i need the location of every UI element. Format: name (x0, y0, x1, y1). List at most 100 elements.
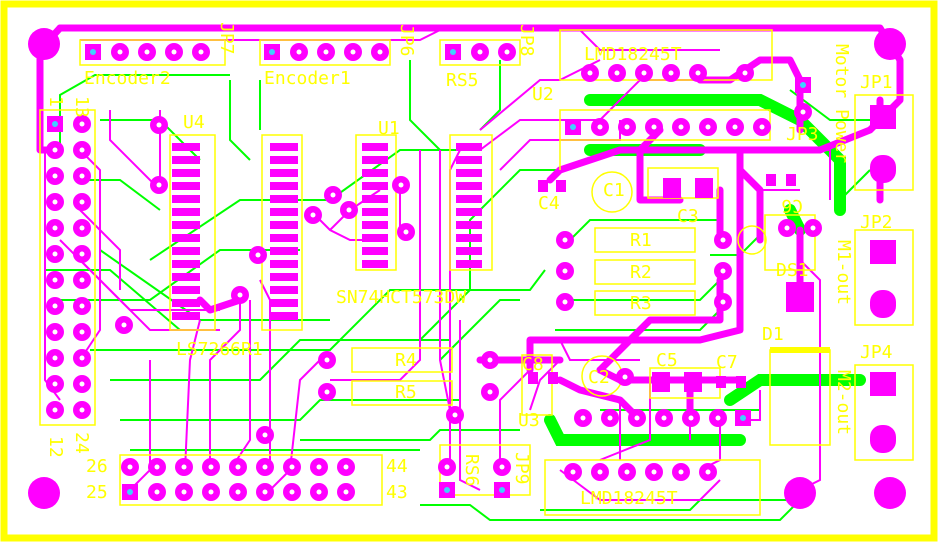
label-d1: D1 (762, 324, 784, 345)
pad-drill (732, 124, 738, 130)
pad-drill (262, 489, 268, 495)
pad-drill (634, 415, 640, 421)
pad-drill (330, 192, 336, 198)
pad-drill (450, 49, 456, 55)
label-c2: C2 (588, 367, 610, 388)
pad-drill (740, 415, 746, 421)
pad-drill (487, 357, 493, 363)
pad-drill (688, 415, 694, 421)
pad-drill (597, 124, 603, 130)
pad-drill (499, 487, 505, 493)
pad-drill (641, 70, 647, 76)
pad-drill (127, 464, 133, 470)
label-u1: U1 (378, 118, 400, 139)
pad-drill (607, 415, 613, 421)
pad-drill (144, 49, 150, 55)
pad-drill (79, 199, 85, 205)
pad-drill (668, 70, 674, 76)
pad-drill (562, 237, 568, 243)
pad-drill (79, 381, 85, 387)
pad-drill (79, 147, 85, 153)
pad-drill (79, 355, 85, 361)
label-jp6: JP6 (396, 24, 417, 57)
pad-drill (52, 121, 58, 127)
pad-drill (678, 124, 684, 130)
label-c6: C6 (781, 195, 803, 216)
label-rs5: RS5 (446, 70, 479, 91)
label-encoder1: Encoder1 (264, 68, 351, 89)
pad-drill (597, 469, 603, 475)
pad-drill (403, 229, 409, 235)
pad-drill (800, 109, 806, 115)
pad-drill (477, 49, 483, 55)
label-hdr-25: 25 (86, 482, 108, 503)
pad-drill (310, 212, 316, 218)
pad-drill (562, 299, 568, 305)
pad-drill (343, 464, 349, 470)
pad-drill (742, 70, 748, 76)
label-c4: C4 (538, 193, 560, 214)
pad-drill (117, 49, 123, 55)
pad-drill (504, 49, 510, 55)
pad-drill (52, 303, 58, 309)
pad-drill (562, 268, 568, 274)
pad-drill (52, 381, 58, 387)
pad-drill (695, 70, 701, 76)
pad-drill (316, 464, 322, 470)
label-m2-out: M2-out (833, 370, 854, 435)
pad-drill (52, 173, 58, 179)
pad-drill (237, 292, 243, 298)
pad-drill (487, 389, 493, 395)
pad-drill (52, 147, 58, 153)
pad-drill (377, 49, 383, 55)
label-r4: R4 (395, 350, 417, 371)
pad-drill (316, 489, 322, 495)
label-c3: C3 (677, 206, 699, 227)
label-hdr-44: 44 (386, 456, 408, 477)
pad-drill (79, 407, 85, 413)
label-r2: R2 (630, 262, 652, 283)
pad-drill (720, 237, 726, 243)
label-jp4: JP4 (860, 342, 893, 363)
pad-drill (444, 487, 450, 493)
pad-drill (720, 268, 726, 274)
label-c8: C8 (522, 354, 544, 375)
pad-drill (208, 489, 214, 495)
pad-drill (52, 199, 58, 205)
pad-drill (289, 464, 295, 470)
pad-drill (350, 49, 356, 55)
label-c1: C1 (603, 180, 625, 201)
pad-drill (235, 489, 241, 495)
pad-drill (705, 124, 711, 130)
label-lmd-top: LMD18245T (584, 44, 682, 65)
pad-drill (398, 182, 404, 188)
label-u3: U3 (518, 410, 540, 431)
pad-drill (323, 49, 329, 55)
pad-drill (127, 489, 133, 495)
label-jp3: JP3 (786, 124, 819, 145)
pad-drill (52, 277, 58, 283)
label-jp2: JP2 (860, 212, 893, 233)
label-r1: R1 (630, 230, 652, 251)
pad-drill (52, 355, 58, 361)
pad-drill (262, 464, 268, 470)
pad-drill (52, 225, 58, 231)
label-u4: U4 (183, 112, 205, 133)
label-m1-out: M1-out (833, 240, 854, 305)
label-pin-12: 12 (45, 436, 66, 458)
pad-drill (810, 225, 816, 231)
pad-drill (79, 251, 85, 257)
label-jp7: JP7 (216, 22, 237, 55)
pad-drill (800, 82, 806, 88)
pad-drill (499, 464, 505, 470)
pad-drill (346, 207, 352, 213)
label-motor-power: Motor Power (831, 44, 852, 163)
pad-drill (570, 124, 576, 130)
pad-drill (289, 489, 295, 495)
label-c5: C5 (656, 350, 678, 371)
pad-drill (624, 124, 630, 130)
pad-drill (651, 124, 657, 130)
pad-drill (324, 389, 330, 395)
pad-drill (262, 432, 268, 438)
